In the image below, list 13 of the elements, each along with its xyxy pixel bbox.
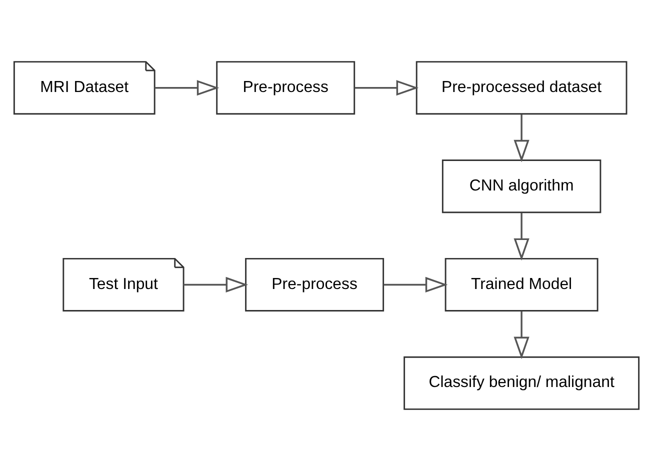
node-box: Pre-process — [216, 60, 356, 114]
node-box: Trained Model — [444, 257, 598, 311]
node-box: Classify benign/ malignant — [404, 356, 640, 410]
arrow — [184, 276, 248, 292]
arrow — [384, 276, 448, 292]
arrow — [514, 212, 530, 260]
node-box: Pre-processed dataset — [416, 60, 628, 114]
arrow — [154, 80, 220, 96]
arrow — [514, 310, 530, 359]
node-box: Pre-process — [245, 257, 384, 311]
node-box: CNN algorithm — [442, 159, 602, 213]
arrow — [514, 114, 530, 162]
arrow — [354, 80, 419, 96]
